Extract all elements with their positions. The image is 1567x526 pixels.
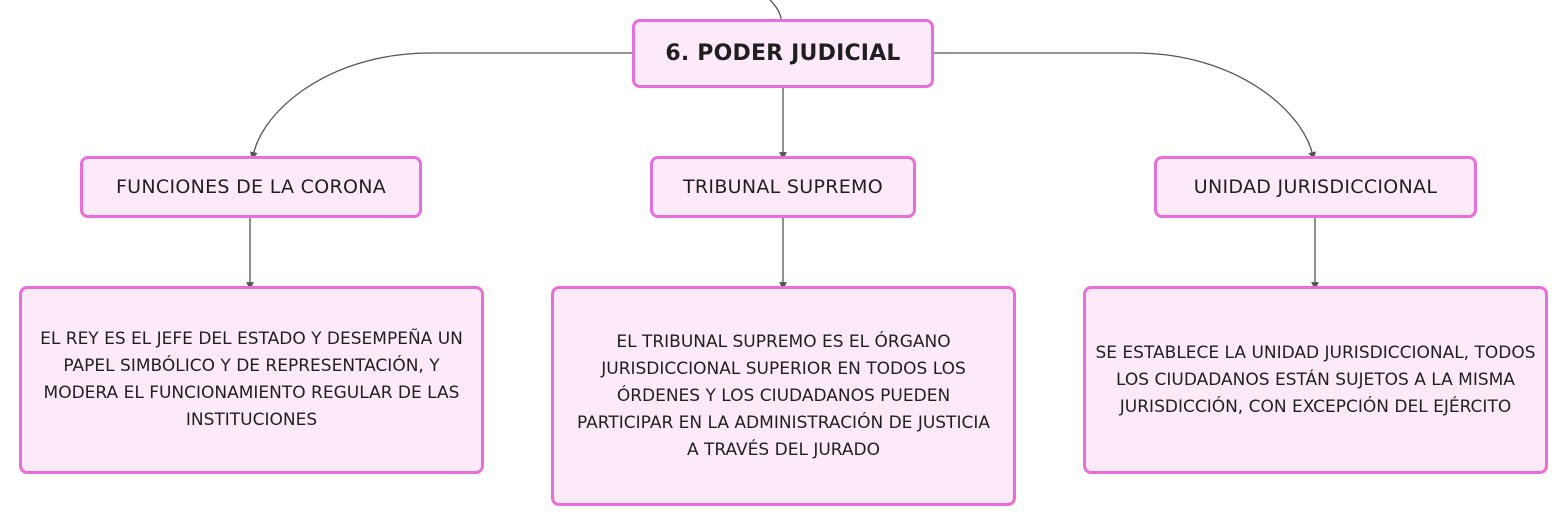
branch-label: FUNCIONES DE LA CORONA: [115, 176, 387, 198]
detail-node-unidad-jurisdiccional[interactable]: SE ESTABLECE LA UNIDAD JURISDICCIONAL, T…: [1083, 286, 1548, 474]
branch-label: UNIDAD JURISDICCIONAL: [1193, 176, 1438, 198]
branch-node-funciones-corona[interactable]: FUNCIONES DE LA CORONA: [80, 156, 422, 218]
detail-text: SE ESTABLECE LA UNIDAD JURISDICCIONAL, T…: [1095, 342, 1536, 417]
connector-root-to-branch-3: [934, 52, 1316, 160]
connector-incoming: [769, 0, 782, 20]
detail-text: EL TRIBUNAL SUPREMO ES EL ÓRGANO JURISDI…: [577, 331, 990, 460]
branch-node-unidad-jurisdiccional[interactable]: UNIDAD JURISDICCIONAL: [1154, 156, 1477, 218]
connector-root-to-branch-1: [249, 52, 632, 160]
branch-label: TRIBUNAL SUPREMO: [683, 176, 883, 198]
root-label: 6. PODER JUDICIAL: [665, 41, 901, 66]
branch-node-tribunal-supremo[interactable]: TRIBUNAL SUPREMO: [650, 156, 916, 218]
detail-node-tribunal-supremo[interactable]: EL TRIBUNAL SUPREMO ES EL ÓRGANO JURISDI…: [551, 286, 1016, 506]
detail-text: EL REY ES EL JEFE DEL ESTADO Y DESEMPEÑA…: [40, 329, 463, 430]
detail-node-funciones-corona[interactable]: EL REY ES EL JEFE DEL ESTADO Y DESEMPEÑA…: [19, 286, 484, 474]
root-node[interactable]: 6. PODER JUDICIAL: [632, 19, 934, 88]
